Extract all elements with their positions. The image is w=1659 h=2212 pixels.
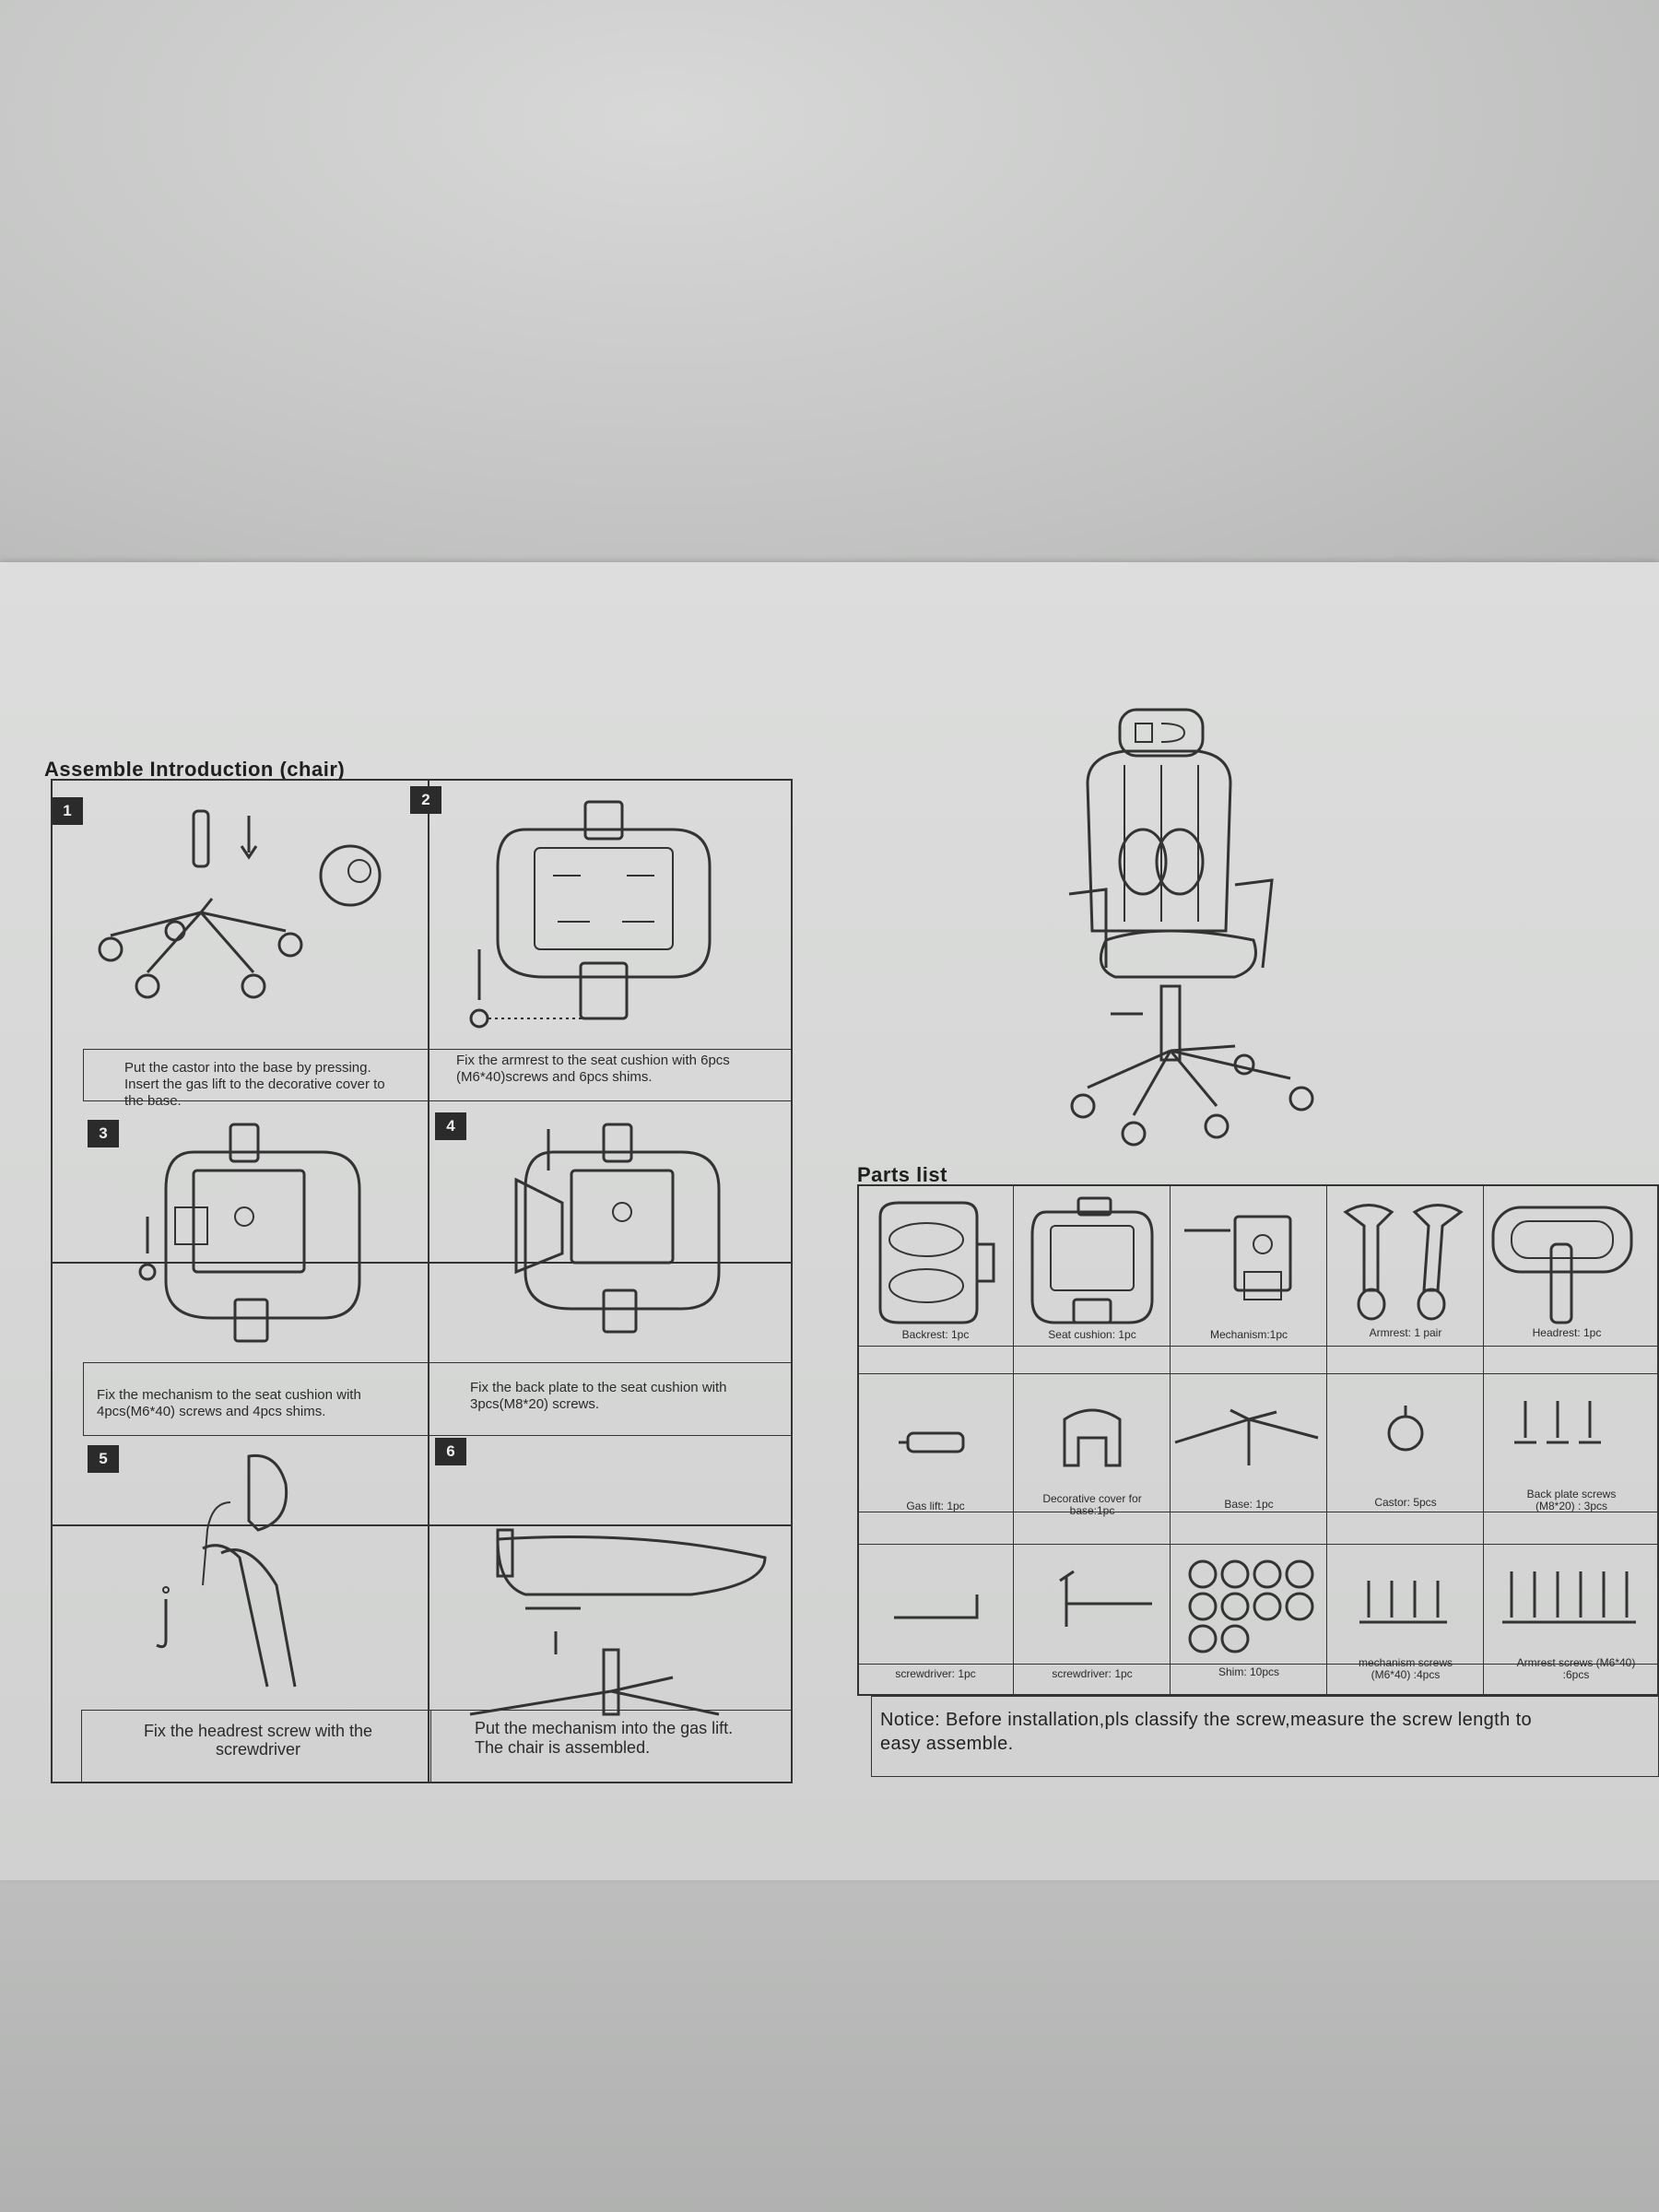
mechanism-icon bbox=[1184, 1215, 1292, 1300]
backrest-icon bbox=[878, 1201, 995, 1324]
castor-icon bbox=[1387, 1406, 1424, 1452]
armrest-icon bbox=[1343, 1204, 1464, 1321]
step-2-badge: 2 bbox=[410, 786, 441, 814]
part-caption: Back plate screws (M8*20) : 3pcs bbox=[1526, 1488, 1617, 1512]
step-1-caption-box bbox=[83, 1049, 429, 1101]
step-4-caption-box bbox=[429, 1362, 793, 1436]
allen-key-icon bbox=[894, 1594, 979, 1619]
notice-text: Notice: Before installation,pls classify… bbox=[880, 1710, 1533, 1754]
step-6-caption: Put the mechanism into the gas lift. The… bbox=[475, 1719, 734, 1757]
part-caption: screwdriver: 1pc bbox=[895, 1667, 976, 1680]
decorative-cover-icon bbox=[1063, 1408, 1122, 1467]
step-1-caption: Put the castor into the base by pressing… bbox=[124, 1060, 385, 1109]
part-caption: screwdriver: 1pc bbox=[1052, 1667, 1133, 1680]
step-5-caption-box bbox=[81, 1710, 431, 1783]
part-caption: Decorative cover for base:1pc bbox=[1042, 1492, 1142, 1517]
step-2-armrest-seat-icon bbox=[496, 800, 712, 1020]
table-surface-top bbox=[0, 0, 1659, 590]
step-5-headrest-icon bbox=[156, 1453, 297, 1688]
back-plate-screws-icon bbox=[1514, 1401, 1601, 1444]
parts-row-line-5 bbox=[857, 1664, 1659, 1665]
gas-lift-icon bbox=[899, 1431, 965, 1453]
step-6-caption-box bbox=[429, 1710, 793, 1783]
seat-cushion-icon bbox=[1030, 1196, 1154, 1324]
step-6-badge: 6 bbox=[435, 1438, 466, 1465]
step-4-back-plate-icon bbox=[514, 1123, 721, 1334]
part-caption: Headrest: 1pc bbox=[1532, 1326, 1602, 1339]
part-caption: Armrest screws (M6*40) :6pcs bbox=[1516, 1656, 1636, 1681]
step-4-caption: Fix the back plate to the seat cushion w… bbox=[470, 1380, 727, 1412]
parts-row-line-1 bbox=[857, 1346, 1659, 1347]
parts-col-1 bbox=[857, 1184, 1014, 1696]
step-5-caption: Fix the headrest screw with the screwdri… bbox=[143, 1722, 373, 1759]
base-icon bbox=[1174, 1408, 1319, 1465]
part-caption: Mechanism:1pc bbox=[1209, 1328, 1288, 1341]
step-5-badge: 5 bbox=[88, 1445, 119, 1473]
step-4-badge: 4 bbox=[435, 1112, 466, 1140]
step-2-caption-box bbox=[429, 1049, 793, 1101]
armrest-screws-icon bbox=[1502, 1571, 1636, 1624]
parts-col-4 bbox=[1327, 1184, 1484, 1696]
parts-row-line-2 bbox=[857, 1373, 1659, 1374]
shims-icon bbox=[1188, 1559, 1314, 1653]
part-caption: Backrest: 1pc bbox=[901, 1328, 970, 1341]
step-3-caption-box bbox=[83, 1362, 429, 1436]
step-3-mechanism-seat-icon bbox=[164, 1123, 361, 1343]
parts-col-2 bbox=[1014, 1184, 1171, 1696]
part-caption: Seat cushion: 1pc bbox=[1048, 1328, 1136, 1341]
part-caption: Armrest: 1 pair bbox=[1369, 1326, 1442, 1339]
part-caption: Shim: 10pcs bbox=[1218, 1665, 1280, 1678]
step-2-caption: Fix the armrest to the seat cushion with… bbox=[456, 1053, 730, 1085]
table-surface-bottom bbox=[0, 1871, 1659, 2212]
parts-grid bbox=[857, 1184, 1659, 1696]
step-3-caption: Fix the mechanism to the seat cushion wi… bbox=[97, 1387, 361, 1419]
parts-col-3 bbox=[1171, 1184, 1327, 1696]
step-1-badge: 1 bbox=[52, 797, 83, 825]
parts-row-line-4 bbox=[857, 1544, 1659, 1545]
t-handle-screwdriver-icon bbox=[1059, 1570, 1152, 1627]
instruction-sheet: Assemble Introduction (chair) 1 2 3 4 5 … bbox=[0, 562, 1659, 1880]
part-caption: mechanism screws (M6*40) :4pcs bbox=[1358, 1656, 1453, 1681]
step-3-badge: 3 bbox=[88, 1120, 119, 1147]
parts-title: Parts list bbox=[857, 1163, 947, 1186]
assembly-title: Assemble Introduction (chair) bbox=[44, 758, 346, 781]
step-3-screw-icon bbox=[138, 1217, 157, 1281]
step-6-gas-lift-mount-icon bbox=[469, 1528, 767, 1716]
step-2-screw-shim-icon bbox=[469, 949, 594, 1029]
part-caption: Base: 1pc bbox=[1224, 1498, 1274, 1511]
step-1-base-castor-icon bbox=[98, 809, 382, 999]
assembled-chair-icon bbox=[1068, 708, 1314, 1147]
headrest-icon bbox=[1491, 1206, 1633, 1324]
step-1-cell bbox=[51, 779, 429, 1263]
mechanism-screws-icon bbox=[1359, 1581, 1447, 1624]
part-caption: Gas lift: 1pc bbox=[906, 1500, 965, 1512]
part-caption: Castor: 5pcs bbox=[1374, 1496, 1437, 1509]
